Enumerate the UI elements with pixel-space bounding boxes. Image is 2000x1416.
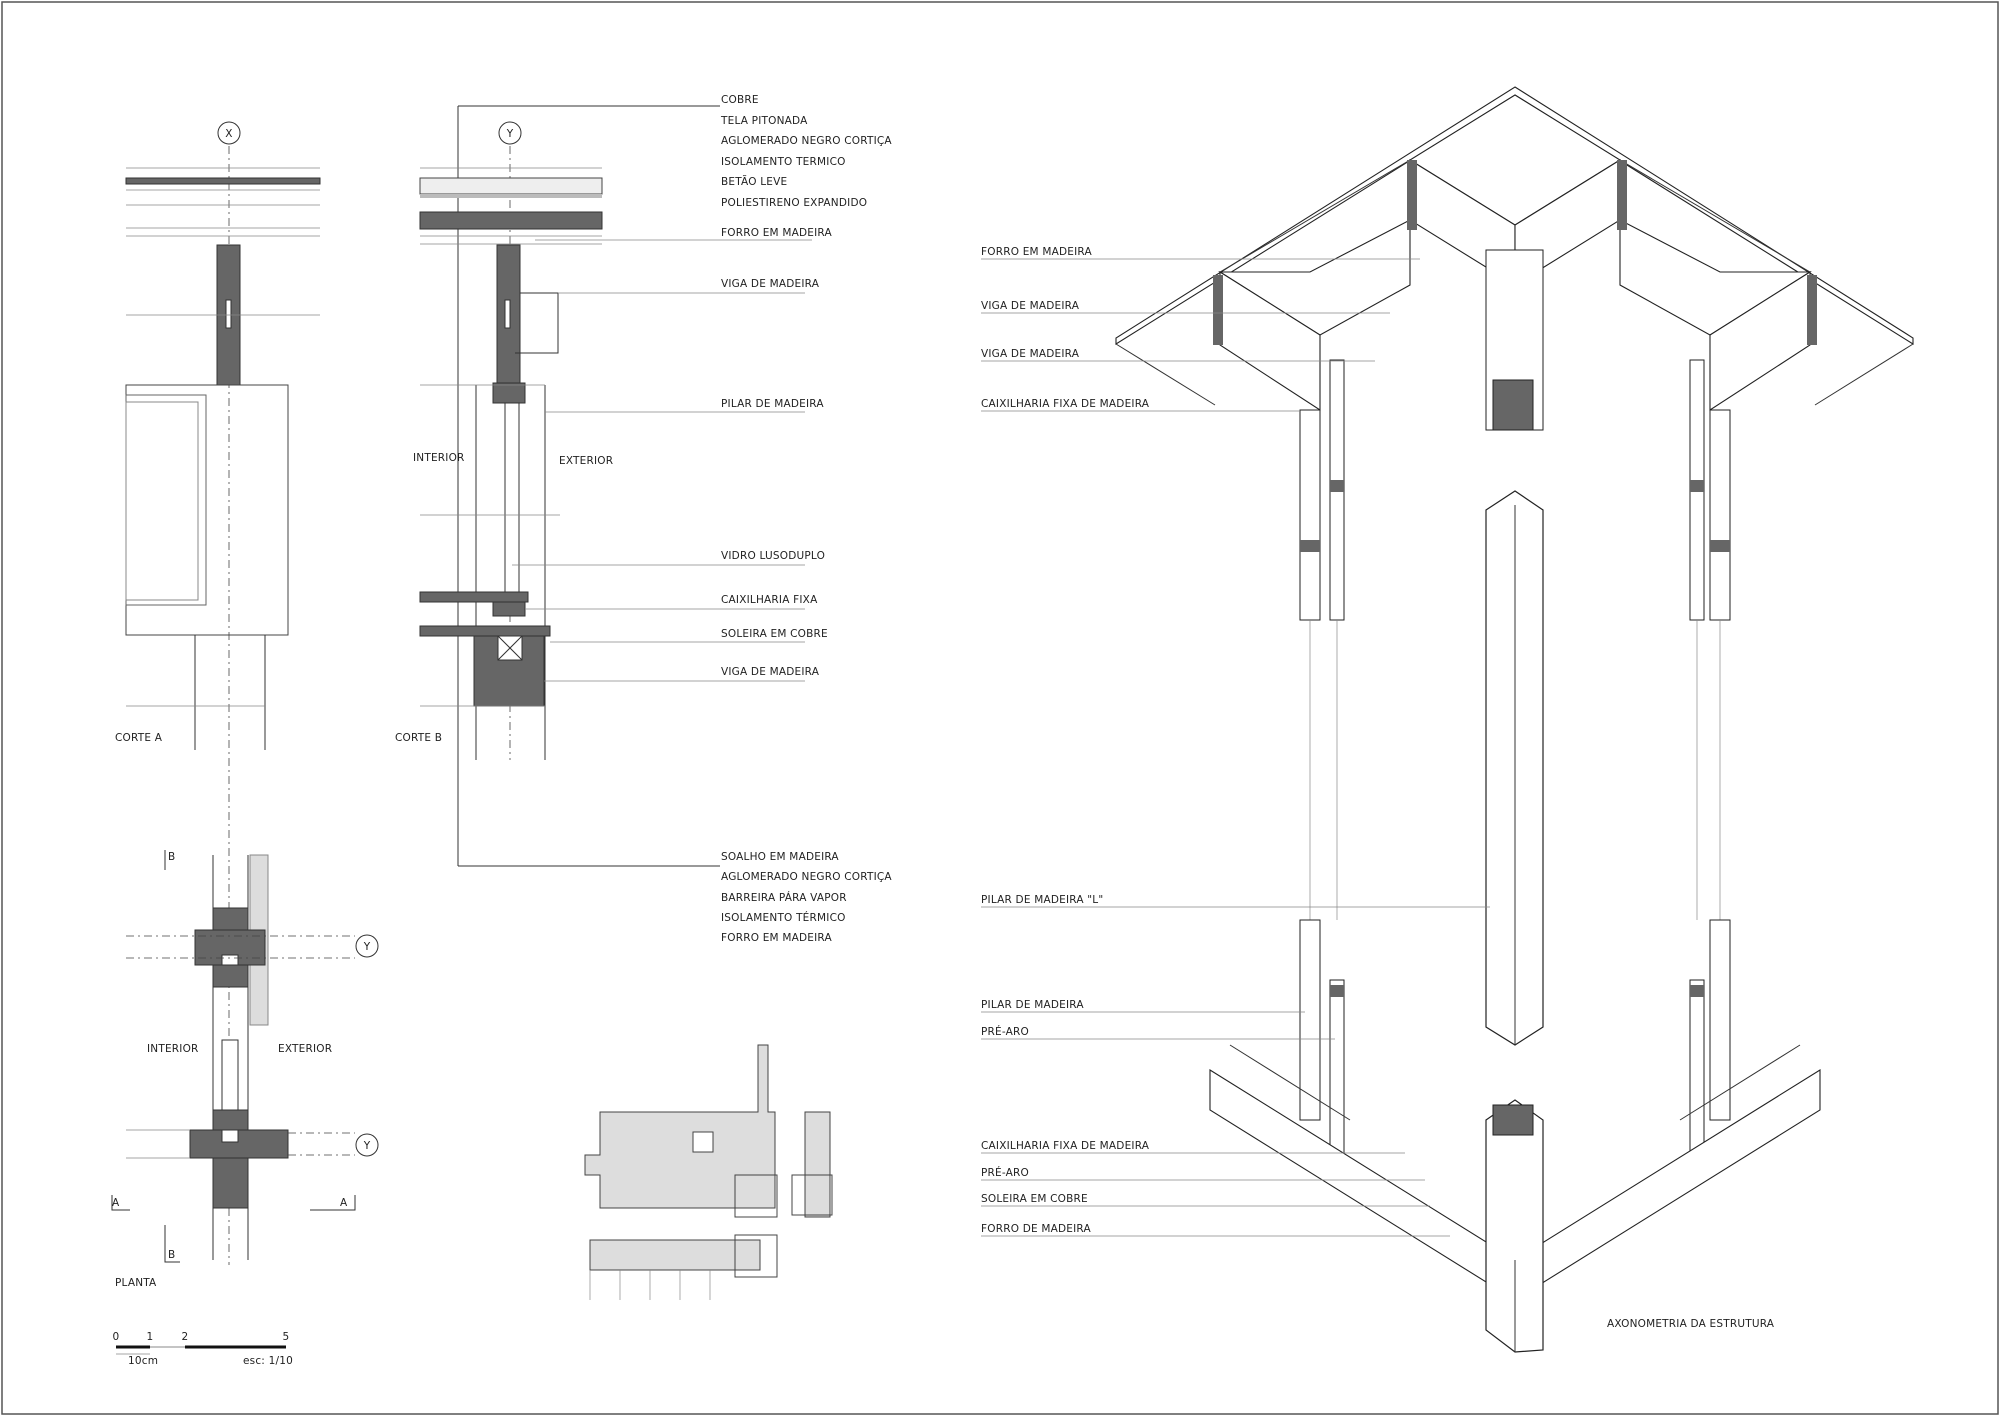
- label-betao: BETÃO LEVE: [721, 175, 787, 188]
- scale-tick-0: 0: [113, 1331, 120, 1343]
- planta-title: PLANTA: [115, 1277, 157, 1289]
- axo-label-forro: FORRO EM MADEIRA: [981, 246, 1092, 258]
- corte-b-title: CORTE B: [395, 732, 442, 744]
- axis-y-marker: [498, 121, 522, 145]
- axonometry: FORRO EM MADEIRA VIGA DE MADEIRA VIGA DE…: [981, 86, 1914, 1353]
- planta: Y Y A A B B INTERIOR EXTERIOR PLANTA: [111, 850, 379, 1289]
- scale-unit: 10cm: [128, 1355, 158, 1367]
- section-mark-b-bottom: B: [168, 1249, 175, 1261]
- label-vidro: VIDRO LUSODUPLO: [721, 550, 825, 562]
- exterior-label: EXTERIOR: [559, 455, 613, 467]
- section-mark-b-top: B: [168, 851, 175, 863]
- planta-exterior-label: EXTERIOR: [278, 1043, 332, 1055]
- axo-label-pre-aro-bottom: PRÉ-ARO: [981, 1166, 1029, 1179]
- label-tela: TELA PITONADA: [720, 115, 808, 127]
- interior-label: INTERIOR: [413, 452, 465, 464]
- label-viga-floor: VIGA DE MADEIRA: [721, 666, 820, 678]
- axis-y-label: Y: [506, 128, 514, 140]
- axo-label-pre-aro: PRÉ-ARO: [981, 1025, 1029, 1038]
- corte-a: X CORTE A: [115, 121, 321, 1265]
- axo-label-pilar: PILAR DE MADEIRA: [981, 999, 1084, 1011]
- label-aglomerado: AGLOMERADO NEGRO CORTIÇA: [721, 135, 892, 147]
- label-pilar: PILAR DE MADEIRA: [721, 398, 824, 410]
- label-barreira: BARREIRA PÁRA VAPOR: [721, 891, 847, 904]
- scale-bar: 0 1 2 5 10cm esc: 1/10: [113, 1331, 293, 1367]
- side-labels: VIGA DE MADEIRA PILAR DE MADEIRA VIDRO L…: [512, 278, 828, 682]
- roof-layer-labels: COBRE TELA PITONADA AGLOMERADO NEGRO COR…: [535, 94, 892, 241]
- corte-a-title: CORTE A: [115, 732, 163, 744]
- axo-label-caixilharia-top: CAIXILHARIA FIXA DE MADEIRA: [981, 398, 1150, 410]
- scale-ratio: esc: 1/10: [243, 1355, 293, 1367]
- planta-axis-y-1: Y: [363, 941, 371, 953]
- axis-x-marker: [217, 121, 241, 145]
- scale-tick-5: 5: [283, 1331, 290, 1343]
- axo-label-caixilharia-bottom: CAIXILHARIA FIXA DE MADEIRA: [981, 1140, 1150, 1152]
- label-soalho: SOALHO EM MADEIRA: [721, 851, 839, 863]
- label-soleira: SOLEIRA EM COBRE: [721, 628, 828, 640]
- axonometry-title: AXONOMETRIA DA ESTRUTURA: [1607, 1318, 1775, 1330]
- key-plan: [584, 1044, 833, 1300]
- axis-x-label: X: [225, 128, 232, 140]
- axo-label-soleira: SOLEIRA EM COBRE: [981, 1193, 1088, 1205]
- section-mark-a-right: A: [340, 1197, 348, 1209]
- scale-tick-2: 2: [182, 1331, 189, 1343]
- planta-axis-y-2: Y: [363, 1140, 371, 1152]
- label-poliestireno: POLIESTIRENO EXPANDIDO: [721, 197, 867, 209]
- label-aglomerado-floor: AGLOMERADO NEGRO CORTIÇA: [721, 871, 892, 883]
- corte-b: Y INTERIOR EXTERIOR CORTE B COBRE TELA P: [395, 94, 892, 944]
- label-cobre: COBRE: [721, 94, 759, 106]
- axo-label-viga-2: VIGA DE MADEIRA: [981, 348, 1080, 360]
- axonometry-labels: FORRO EM MADEIRA VIGA DE MADEIRA VIGA DE…: [981, 246, 1490, 1237]
- axo-label-pilar-l: PILAR DE MADEIRA "L": [981, 894, 1103, 906]
- axo-label-forro-madeira: FORRO DE MADEIRA: [981, 1223, 1091, 1235]
- section-mark-a-left: A: [112, 1197, 120, 1209]
- floor-layer-labels: SOALHO EM MADEIRA AGLOMERADO NEGRO CORTI…: [721, 851, 892, 944]
- axo-label-viga-1: VIGA DE MADEIRA: [981, 300, 1080, 312]
- label-isolamento: ISOLAMENTO TERMICO: [721, 156, 846, 168]
- label-forro: FORRO EM MADEIRA: [721, 227, 832, 239]
- label-isolamento-floor: ISOLAMENTO TÉRMICO: [721, 911, 846, 924]
- scale-tick-1: 1: [147, 1331, 154, 1343]
- label-viga: VIGA DE MADEIRA: [721, 278, 820, 290]
- label-caixilharia: CAIXILHARIA FIXA: [721, 594, 818, 606]
- label-forro-floor: FORRO EM MADEIRA: [721, 932, 832, 944]
- planta-interior-label: INTERIOR: [147, 1043, 199, 1055]
